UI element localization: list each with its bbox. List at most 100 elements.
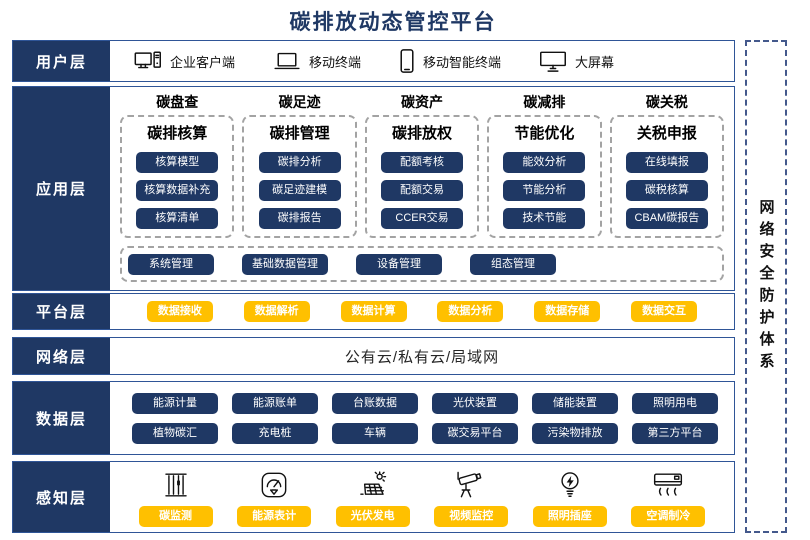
column-box: 碳排核算 核算模型 核算数据补充 核算清单 <box>120 115 235 238</box>
user-item-label: 企业客户端 <box>170 54 236 70</box>
app-column-carbon-asset: 碳资产 碳排放权 配额考核 配额交易 CCER交易 <box>364 91 480 238</box>
data-layer-section: 数据层 能源计量 能源账单 台账数据 光伏装置 储能装置 照明用电 植物碳汇 充… <box>12 381 735 455</box>
mgmt-module-chip: 系统管理 <box>128 253 214 275</box>
air-conditioner-icon <box>652 470 684 500</box>
app-module-chip: 技术节能 <box>503 208 586 229</box>
user-layer-section: 用户层 企业客户端 移动终端 移动智能终端 <box>12 40 735 82</box>
platform-chip: 数据接收 <box>146 301 213 322</box>
platform-chip: 数据存储 <box>534 301 601 322</box>
user-item-enterprise-client: 企业客户端 <box>134 50 235 72</box>
perception-layer-section: 感知层 碳监测 能源表计 光伏发电 <box>12 461 735 533</box>
platform-layer-section: 平台层 数据接收 数据解析 数据计算 数据分析 数据存储 数据交互 <box>12 293 735 330</box>
network-layer-section: 网络层 公有云/私有云/局域网 <box>12 337 735 375</box>
smartphone-icon <box>399 48 415 74</box>
mgmt-module-chip: 设备管理 <box>356 253 442 275</box>
app-column-carbon-tariff: 碳关税 关税申报 在线填报 碳税核算 CBAM碳报告 <box>609 91 725 238</box>
big-screen-icon <box>539 50 567 73</box>
platform-chip: 数据交互 <box>631 301 698 322</box>
carbon-monitor-icon <box>161 470 191 500</box>
data-source-chip: 照明用电 <box>632 392 718 414</box>
network-security-panel: 网络安全防护体系 <box>745 40 787 533</box>
data-source-chip: 光伏装置 <box>432 392 518 414</box>
mgmt-module-chip: 组态管理 <box>470 253 556 275</box>
app-module-chip: CCER交易 <box>381 208 464 229</box>
user-layer-label: 用户层 <box>13 41 110 81</box>
cctv-camera-icon <box>455 470 487 500</box>
platform-chip: 数据分析 <box>437 301 504 322</box>
management-modules-box: 系统管理 基础数据管理 设备管理 组态管理 <box>120 246 724 282</box>
app-module-chip: CBAM碳报告 <box>625 208 708 229</box>
perception-chip: 能源表计 <box>237 505 312 527</box>
mgmt-module-chip: 基础数据管理 <box>242 253 328 275</box>
data-source-chip: 充电桩 <box>232 422 318 444</box>
column-subtitle: 关税申报 <box>636 125 697 142</box>
laptop-icon <box>273 50 301 72</box>
data-source-chip: 台账数据 <box>332 392 418 414</box>
application-layer-label: 应用层 <box>13 87 110 290</box>
energy-meter-icon <box>259 470 289 500</box>
platform-layer-content: 数据接收 数据解析 数据计算 数据分析 数据存储 数据交互 <box>110 294 734 329</box>
perception-chip: 光伏发电 <box>335 505 410 527</box>
app-module-chip: 碳排报告 <box>258 208 341 229</box>
user-item-label: 移动智能终端 <box>423 54 502 70</box>
perception-item-energy-meter: 能源表计 <box>237 470 312 527</box>
app-module-chip: 配额交易 <box>381 180 464 201</box>
data-source-chip: 能源账单 <box>232 392 318 414</box>
data-source-chip: 碳交易平台 <box>432 422 518 444</box>
app-module-chip: 碳足迹建模 <box>258 180 341 201</box>
column-box: 碳排管理 碳排分析 碳足迹建模 碳排报告 <box>242 115 357 238</box>
application-layer-content: 碳盘查 碳排核算 核算模型 核算数据补充 核算清单 碳足迹 碳排管理 碳排分析 … <box>110 87 734 290</box>
perception-chip: 视频监控 <box>434 505 509 527</box>
column-box: 节能优化 能效分析 节能分析 技术节能 <box>487 115 602 238</box>
app-module-chip: 配额考核 <box>381 152 464 173</box>
data-source-chip: 第三方平台 <box>632 422 718 444</box>
app-module-chip: 核算数据补充 <box>136 180 219 201</box>
perception-chip: 照明插座 <box>532 505 607 527</box>
perception-layer-content: 碳监测 能源表计 光伏发电 视频监控 <box>110 462 734 532</box>
column-header: 碳关税 <box>645 94 688 110</box>
user-layer-content: 企业客户端 移动终端 移动智能终端 大屏幕 <box>110 41 734 81</box>
column-header: 碳资产 <box>401 94 444 110</box>
data-source-chip: 储能装置 <box>532 392 618 414</box>
perception-item-solar-power: 光伏发电 <box>335 470 410 527</box>
app-module-chip: 核算模型 <box>136 152 219 173</box>
column-box: 关税申报 在线填报 碳税核算 CBAM碳报告 <box>609 115 725 238</box>
data-layer-label: 数据层 <box>13 382 110 454</box>
data-source-chip: 车辆 <box>332 422 418 444</box>
column-header: 碳减排 <box>523 94 566 110</box>
column-header: 碳足迹 <box>278 94 321 110</box>
perception-item-light-socket: 照明插座 <box>532 470 607 527</box>
app-module-chip: 核算清单 <box>136 208 219 229</box>
user-item-smart-mobile: 移动智能终端 <box>399 48 501 74</box>
perception-chip: 空调制冷 <box>631 505 706 527</box>
perception-item-air-conditioner: 空调制冷 <box>631 470 706 527</box>
network-security-panel-text: 网络安全防护体系 <box>757 198 775 375</box>
user-item-label: 大屏幕 <box>575 54 615 70</box>
page-title: 碳排放动态管控平台 <box>289 11 497 34</box>
column-subtitle: 节能优化 <box>514 125 575 142</box>
platform-chip: 数据解析 <box>243 301 310 322</box>
app-module-chip: 节能分析 <box>503 180 586 201</box>
light-socket-icon <box>557 470 583 500</box>
app-module-chip: 在线填报 <box>625 152 708 173</box>
app-column-carbon-footprint: 碳足迹 碳排管理 碳排分析 碳足迹建模 碳排报告 <box>242 91 357 238</box>
data-source-chip: 污染物排放 <box>532 422 618 444</box>
application-columns: 碳盘查 碳排核算 核算模型 核算数据补充 核算清单 碳足迹 碳排管理 碳排分析 … <box>120 91 725 238</box>
network-layer-text: 公有云/私有云/局域网 <box>344 348 500 366</box>
data-layer-content: 能源计量 能源账单 台账数据 光伏装置 储能装置 照明用电 植物碳汇 充电桩 车… <box>110 382 734 454</box>
perception-item-carbon-monitor: 碳监测 <box>138 470 213 527</box>
column-subtitle: 碳排放权 <box>392 125 453 142</box>
network-layer-label: 网络层 <box>13 338 110 374</box>
data-source-chip: 能源计量 <box>132 392 218 414</box>
user-item-label: 移动终端 <box>309 54 362 70</box>
data-source-chip: 植物碳汇 <box>132 422 218 444</box>
app-module-chip: 碳排分析 <box>258 152 341 173</box>
app-column-carbon-inventory: 碳盘查 碳排核算 核算模型 核算数据补充 核算清单 <box>120 91 235 238</box>
column-box: 碳排放权 配额考核 配额交易 CCER交易 <box>364 115 480 238</box>
app-module-chip: 碳税核算 <box>625 180 708 201</box>
app-module-chip: 能效分析 <box>503 152 586 173</box>
solar-power-icon <box>358 470 388 500</box>
platform-chip: 数据计算 <box>340 301 407 322</box>
application-layer-section: 应用层 碳盘查 碳排核算 核算模型 核算数据补充 核算清单 碳足迹 碳排管理 <box>12 86 735 291</box>
app-column-carbon-reduction: 碳减排 节能优化 能效分析 节能分析 技术节能 <box>487 91 602 238</box>
